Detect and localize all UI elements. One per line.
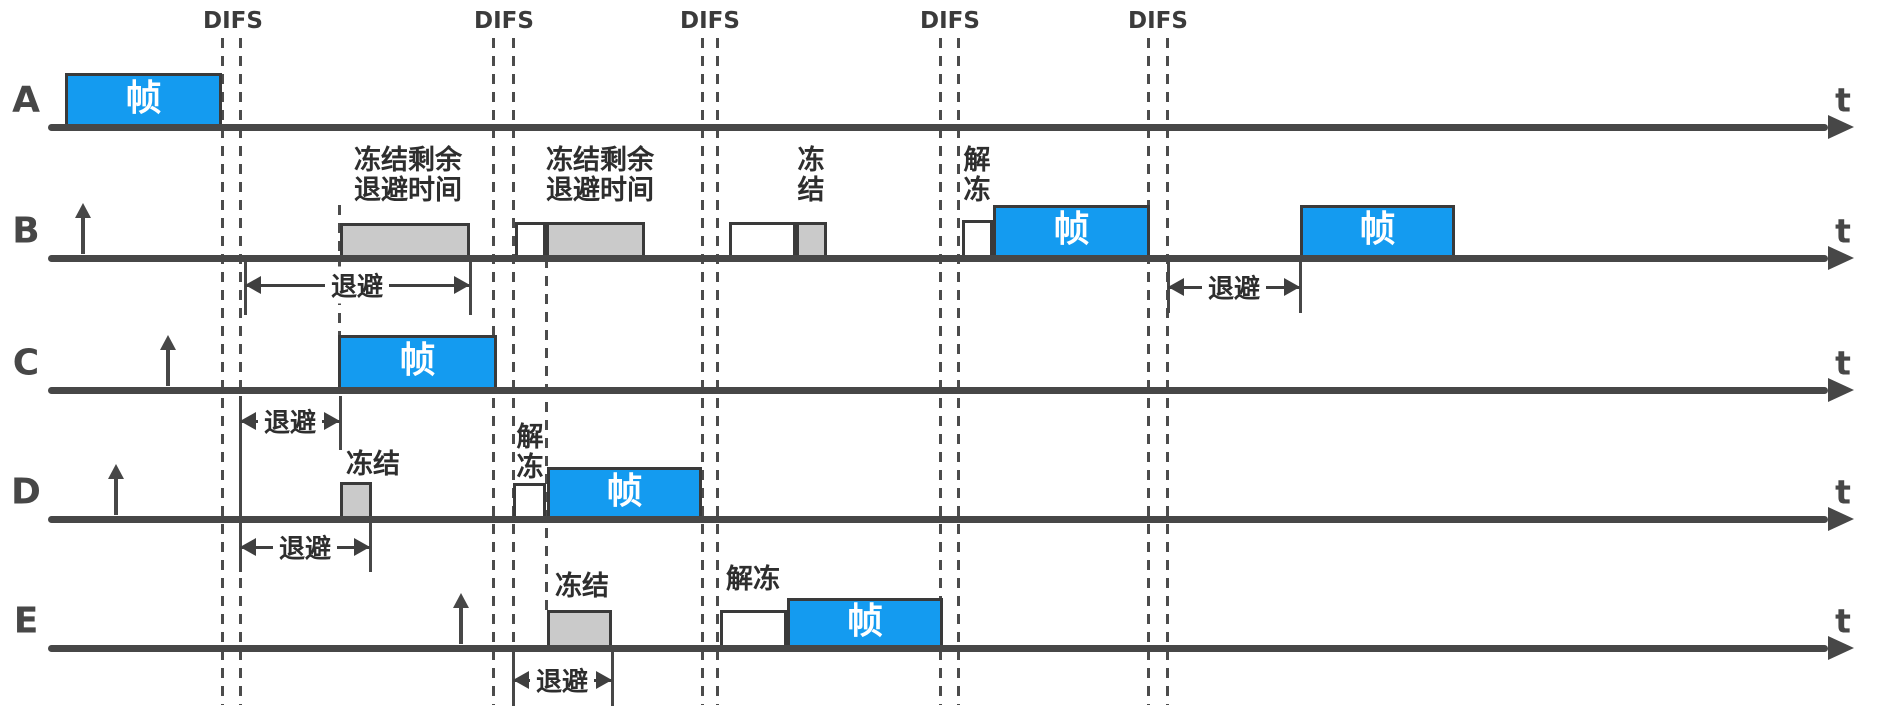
backoff-arrowhead-left-icon bbox=[245, 276, 261, 294]
backoff-label: 退避 bbox=[324, 266, 390, 304]
arrival-arrow-shaft bbox=[166, 348, 170, 386]
boundary-line bbox=[469, 261, 472, 315]
arrival-arrow-icon bbox=[453, 593, 469, 608]
backoff-label: 退避 bbox=[272, 528, 338, 566]
freeze-box bbox=[340, 482, 372, 522]
unfreeze-box bbox=[515, 222, 546, 261]
unfreeze-b-label: 解 冻 bbox=[963, 145, 991, 206]
arrival-arrow-shaft bbox=[114, 477, 118, 515]
timeline-arrowhead-icon bbox=[1828, 636, 1854, 660]
frame-label: 帧 bbox=[399, 340, 436, 381]
difs-dashed-line bbox=[512, 38, 515, 705]
difs-label: DIFS bbox=[1128, 8, 1188, 34]
freeze-remaining-backoff-1-label: 冻结剩余 退避时间 bbox=[354, 145, 462, 206]
time-axis-label: t bbox=[1835, 211, 1851, 251]
difs-dashed-line bbox=[939, 38, 942, 705]
difs-label: DIFS bbox=[920, 8, 980, 34]
station-label-D: D bbox=[11, 471, 41, 513]
freeze-e-label: 冻结 bbox=[555, 571, 609, 602]
backoff-arrowhead-left-icon bbox=[240, 538, 256, 556]
timeline-arrowhead-icon bbox=[1828, 115, 1854, 139]
station-timeline-B bbox=[48, 255, 1828, 262]
frame-label: 帧 bbox=[606, 470, 643, 512]
arrival-arrow-icon bbox=[160, 335, 176, 350]
boundary-line bbox=[611, 652, 614, 706]
frame-box: 帧 bbox=[547, 467, 702, 522]
station-label-E: E bbox=[13, 600, 39, 642]
difs-dashed-line bbox=[957, 38, 960, 705]
backoff-arrowhead-right-icon bbox=[596, 671, 612, 689]
frame-label: 帧 bbox=[846, 600, 883, 642]
timeline-arrowhead-icon bbox=[1828, 378, 1854, 402]
time-axis-label: t bbox=[1835, 80, 1851, 120]
time-axis-label: t bbox=[1835, 601, 1851, 641]
difs-dashed-line bbox=[221, 38, 224, 705]
frame-label: 帧 bbox=[1359, 209, 1396, 250]
station-timeline-E bbox=[48, 645, 1828, 652]
station-timeline-C bbox=[48, 387, 1828, 394]
difs-dashed-line bbox=[1147, 38, 1150, 705]
boundary-line bbox=[339, 396, 342, 450]
difs-dashed-line bbox=[1166, 38, 1169, 705]
frame-box: 帧 bbox=[65, 73, 222, 130]
time-axis-label: t bbox=[1835, 343, 1851, 383]
difs-dashed-line bbox=[239, 38, 242, 705]
boundary-line bbox=[1299, 261, 1302, 313]
backoff-arrowhead-right-icon bbox=[1284, 278, 1300, 296]
freeze-remaining-backoff-2-label: 冻结剩余 退避时间 bbox=[546, 145, 654, 206]
frame-box: 帧 bbox=[338, 335, 497, 393]
freeze-d-label: 冻结 bbox=[346, 449, 400, 480]
station-label-A: A bbox=[12, 79, 40, 121]
difs-label: DIFS bbox=[203, 8, 263, 34]
arrival-arrow-shaft bbox=[81, 216, 85, 254]
boundary-line bbox=[369, 522, 372, 572]
timeline-arrowhead-icon bbox=[1828, 507, 1854, 531]
unfreeze-e-label: 解冻 bbox=[726, 564, 780, 595]
difs-dashed-line bbox=[701, 38, 704, 705]
freeze-box bbox=[796, 222, 827, 261]
unfreeze-d-label: 解 冻 bbox=[516, 422, 544, 483]
time-axis-label: t bbox=[1835, 472, 1851, 512]
backoff-arrowhead-right-icon bbox=[324, 412, 340, 430]
station-timeline-A bbox=[48, 124, 1828, 131]
freeze-box bbox=[547, 610, 612, 651]
unfreeze-box bbox=[729, 222, 796, 261]
backoff-arrowhead-right-icon bbox=[454, 276, 470, 294]
arrival-arrow-icon bbox=[75, 203, 91, 218]
station-timeline-D bbox=[48, 516, 1828, 523]
arrival-arrow-shaft bbox=[459, 606, 463, 644]
difs-label: DIFS bbox=[680, 8, 740, 34]
backoff-arrowhead-left-icon bbox=[240, 412, 256, 430]
backoff-arrowhead-left-icon bbox=[1168, 278, 1184, 296]
boundary-line bbox=[239, 396, 242, 572]
frame-box: 帧 bbox=[1300, 205, 1455, 261]
station-label-B: B bbox=[12, 210, 40, 252]
frame-label: 帧 bbox=[1053, 209, 1090, 250]
frame-box: 帧 bbox=[787, 598, 943, 651]
frame-box: 帧 bbox=[993, 205, 1150, 261]
station-label-C: C bbox=[12, 342, 40, 384]
backoff-label: 退避 bbox=[257, 402, 323, 440]
arrival-arrow-icon bbox=[108, 464, 124, 479]
backoff-arrowhead-right-icon bbox=[354, 538, 370, 556]
difs-dashed-line bbox=[716, 38, 719, 705]
frame-label: 帧 bbox=[125, 77, 162, 119]
freeze-b-label: 冻 结 bbox=[797, 145, 825, 206]
timeline-arrowhead-icon bbox=[1828, 246, 1854, 270]
backoff-arrowhead-left-icon bbox=[513, 671, 529, 689]
difs-label: DIFS bbox=[474, 8, 534, 34]
alignment-dashed-line bbox=[545, 222, 548, 610]
freeze-box bbox=[340, 223, 470, 261]
backoff-label: 退避 bbox=[529, 661, 595, 699]
backoff-label: 退避 bbox=[1201, 268, 1267, 306]
